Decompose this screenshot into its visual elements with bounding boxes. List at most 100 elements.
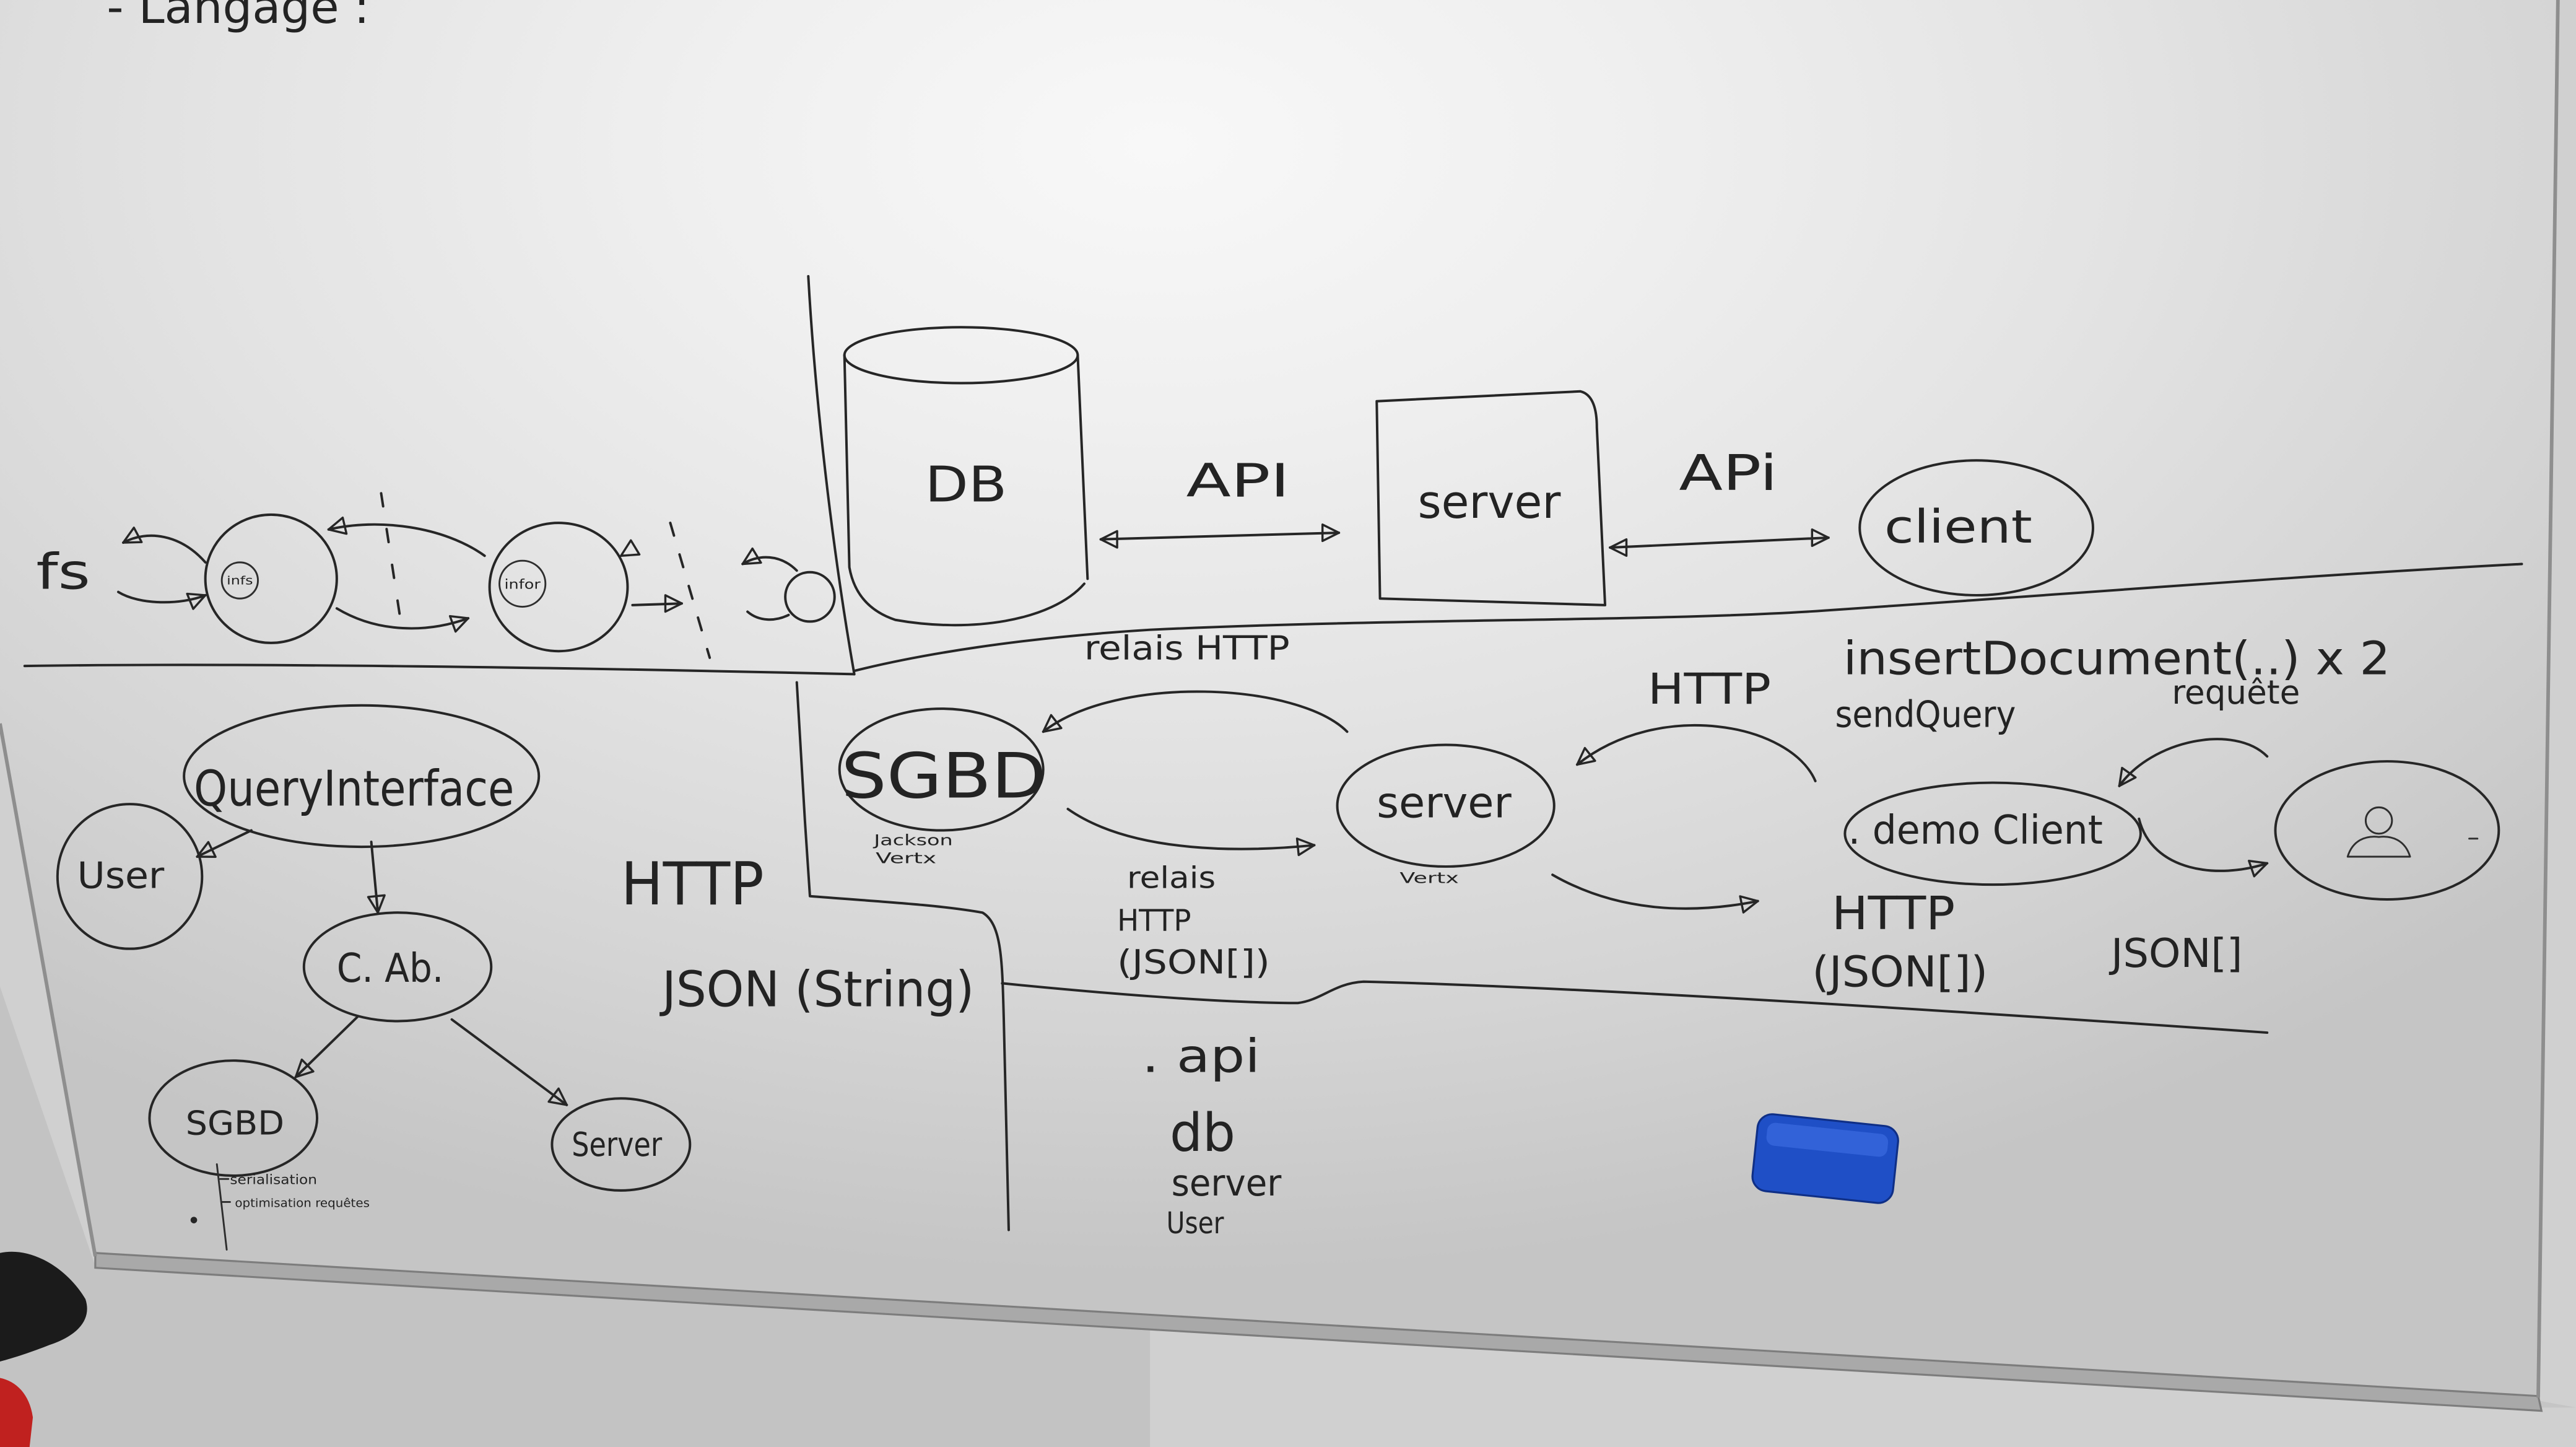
server-to-client-arrow [1551,873,1759,910]
user-request-label: requête [2172,673,2300,712]
flow-sgbd-lib-1: Jackson [872,831,953,849]
request-flow-diagram: SGBD Jackson Vertx relais HTTP (JSON[]) … [838,631,2500,997]
sgbd-to-server-arrow-head [1295,837,1316,857]
sgbd-notes-bracket [215,1163,228,1251]
wall-right-strip [2539,0,2576,1408]
node-b-label: infor [504,577,541,592]
client-label: client [1884,500,2032,554]
protocol-transport: HTTP [621,849,764,919]
user-actor-node [2274,760,2500,901]
flow-sgbd-node [838,707,1045,832]
db-api-arrow [1099,531,1341,541]
divider-vertical-middle [795,681,1010,1231]
client-to-user-arrow-head [2248,859,2268,878]
protocol-notes: HTTP JSON (String) [621,849,974,1018]
node-c-loop-bottom [746,610,790,621]
protocol-format: JSON (String) [659,961,974,1018]
node-a-inner [220,561,259,600]
divider-vertical-top [807,274,856,676]
divider-bottom-middle [1001,980,2269,1034]
client-api-label: APi [1679,444,1777,502]
sgbd-node [148,1059,319,1177]
server-box [1375,390,1607,606]
module-item-3: server [1172,1162,1282,1204]
person-body [2346,836,2411,858]
board-frame-bottom [94,1252,2543,1412]
bullet-dot [190,1217,198,1223]
node-b [488,522,629,653]
client-api-arrow [1609,536,1830,549]
eraser [1751,1113,1899,1204]
server-label: server [1418,475,1561,529]
module-list: . api db server User [1142,1030,1282,1241]
component-diagram: QueryInterface User C. Ab. SGBD Server s… [56,704,692,1251]
node-b-inner [498,559,547,608]
architecture-diagram: DB API server APi client relais HTTP [843,326,2094,667]
section-dividers [23,274,2523,1231]
fs-label: fs [36,543,90,600]
fs-arrow-top [121,534,207,564]
fs-arrow-top-head [122,527,143,544]
board-frame-right [2536,0,2560,1398]
db-api-arrow-head-left [1099,530,1118,549]
node-b-in-arrow-head [620,539,641,557]
wall-below-board [0,727,2576,1447]
node-c [784,570,836,623]
user-response-label: JSON[] [2108,931,2242,977]
module-item-2: db [1170,1103,1235,1164]
client-api-arrow-head-left [1609,538,1628,557]
link-arrow-bottom [335,607,470,630]
dashed-separator-a [380,492,404,634]
sgbd-note-2: optimisation requêtes [235,1197,370,1210]
core-to-sgbd-arrow-head [294,1058,315,1078]
demo-client-node [1843,781,2142,886]
link-arrow-top [327,523,486,557]
query-to-core-arrow-head [367,894,386,914]
link-arrow-bottom-head [448,614,469,633]
relay-line-3: (JSON[]) [1117,943,1270,981]
link-arrow-top-head [327,516,348,535]
client-to-server-arrow-head [1576,746,1596,766]
fs-arrow-bottom-head [186,592,207,610]
query-interface-label: QueryInterface [194,760,514,818]
client-call-2: sendQuery [1835,693,2016,735]
client-api-arrow-head-right [1811,528,1830,548]
db-api-label: API [1186,454,1290,508]
core-to-server-arrow-head [547,1087,568,1106]
node-c-loop-head [741,547,762,566]
node-b-out-arrow-head [664,594,683,613]
module-item-4: User [1167,1207,1224,1241]
flow-sgbd-label: SGBD [841,739,1046,812]
board-frame-left [0,723,97,1257]
server-to-client-arrow-head [1739,895,1759,914]
storage-flow-diagram: fs infs infor [36,492,836,659]
db-body-right [1076,354,1089,580]
person-icon [2346,806,2411,858]
person-head [2364,806,2393,835]
node-a-label: infs [227,575,253,588]
relay-line-2: HTTP [1117,904,1191,938]
divider-top-main [853,562,2523,673]
relay-label: relais HTTP [1084,629,1290,667]
sgbd-note-1: serialisation [230,1172,317,1187]
dashed-separator-b [669,522,711,659]
server-to-sgbd-arrow-head [1042,714,1063,733]
user-node [56,803,204,950]
response-line-1: HTTP [1832,886,1955,940]
flow-server-lib: Vertx [1399,869,1459,886]
red-object [0,1378,33,1447]
fs-arrow-bottom [117,590,207,604]
dark-object [0,1251,87,1362]
sgbd-to-server-arrow [1066,808,1316,850]
server-to-sgbd-arrow [1042,690,1349,733]
request-http-label: HTTP [1648,665,1771,714]
db-label: DB [925,456,1007,514]
user-to-client-arrow [2118,738,2269,787]
header-fragment: - Langage : [107,0,369,34]
server-node-label: Server [572,1126,662,1164]
core-to-server-arrow [450,1018,568,1106]
core-label: C. Ab. [337,946,443,992]
